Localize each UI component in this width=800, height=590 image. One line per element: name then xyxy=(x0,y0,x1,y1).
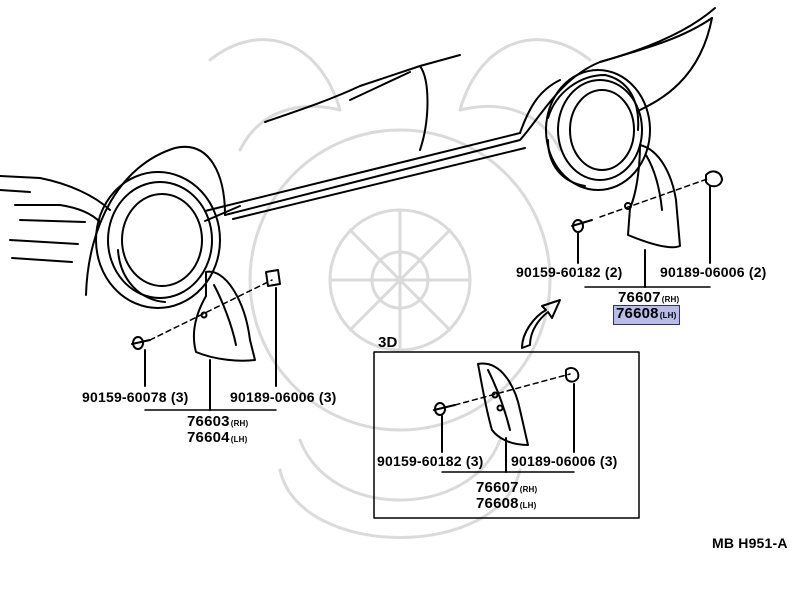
front-clip-label: 90189-06006 (3) xyxy=(230,389,337,405)
rear-flap-rh-part: 76607 xyxy=(618,289,661,306)
inset-box xyxy=(373,351,640,519)
front-bolt-part: 90159-60078 xyxy=(82,389,167,405)
rear-flap-lh-side: (LH) xyxy=(659,311,677,320)
front-flap-lh-side: (LH) xyxy=(230,435,248,444)
rear-bolt-label: 90159-60182 (2) xyxy=(516,264,623,280)
inset-flap-lh-part: 76608 xyxy=(476,495,519,512)
rear-clip-part: 90189-06006 xyxy=(660,264,745,280)
inset-title: 3D xyxy=(378,334,398,351)
inset-arrow xyxy=(521,299,561,349)
front-flap-lh-label: 76604(LH) xyxy=(187,430,248,448)
inset-flap-rh-label: 76607(RH) xyxy=(476,480,537,498)
inset-flap-lh-label: 76608(LH) xyxy=(476,496,537,514)
rear-clip-qty: (2) xyxy=(748,264,767,280)
car-body xyxy=(0,7,716,296)
front-clip-part: 90189-06006 xyxy=(230,389,315,405)
front-flap-rh-label: 76603(RH) xyxy=(187,414,248,432)
rear-wheel xyxy=(545,69,651,191)
inset-bolt-part: 90159-60182 xyxy=(377,453,462,469)
diagram-code: MB H951-A xyxy=(712,535,788,551)
rear-bolt-qty: (2) xyxy=(604,264,623,280)
front-bolt-qty: (3) xyxy=(170,389,189,405)
inset-bolt-label: 90159-60182 (3) xyxy=(377,453,484,469)
rear-flap-rh-side: (RH) xyxy=(661,295,680,304)
rear-clip-label: 90189-06006 (2) xyxy=(660,264,767,280)
inset-flap-rh-side: (RH) xyxy=(519,485,538,494)
front-wheel xyxy=(95,171,221,309)
inset-flap-rh-part: 76607 xyxy=(476,479,519,496)
inset-clip-qty: (3) xyxy=(599,453,618,469)
inset-flap-lh-side: (LH) xyxy=(519,501,537,510)
rear-flap-lh-label-highlighted[interactable]: 76608(LH) xyxy=(613,305,680,325)
rear-mudflap xyxy=(571,144,723,288)
front-flap-rh-side: (RH) xyxy=(230,419,249,428)
front-flap-lh-part: 76604 xyxy=(187,429,230,446)
watermark-crest xyxy=(208,38,592,539)
front-bolt-label: 90159-60078 (3) xyxy=(82,389,189,405)
inset-bolt-qty: (3) xyxy=(465,453,484,469)
inset-clip-part: 90189-06006 xyxy=(511,453,596,469)
front-mudflap xyxy=(131,269,281,411)
inset-clip-label: 90189-06006 (3) xyxy=(511,453,618,469)
rear-flap-rh-label: 76607(RH) xyxy=(618,290,679,308)
rear-bolt-part: 90159-60182 xyxy=(516,264,601,280)
front-flap-rh-part: 76603 xyxy=(187,413,230,430)
front-clip-qty: (3) xyxy=(318,389,337,405)
rear-flap-lh-part: 76608 xyxy=(616,305,659,322)
